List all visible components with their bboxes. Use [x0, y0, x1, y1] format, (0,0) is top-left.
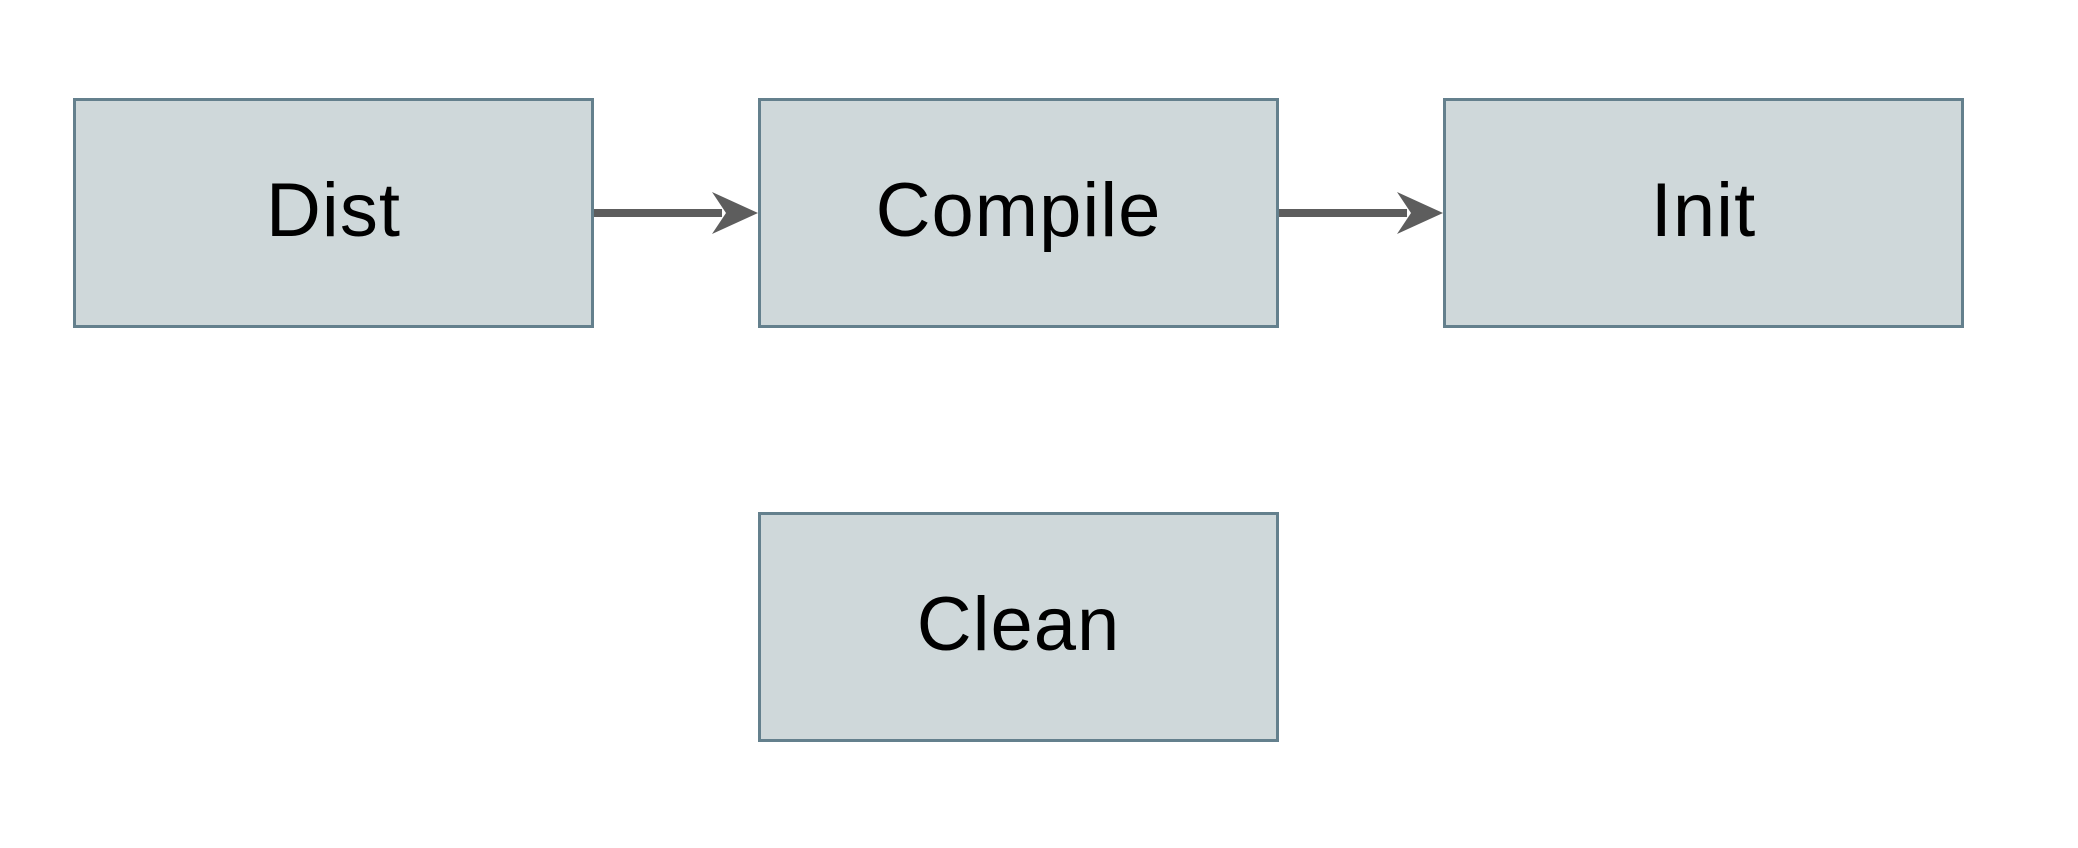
node-compile: Compile	[758, 98, 1279, 328]
arrow-dist-to-compile-icon	[594, 192, 758, 234]
arrow-compile-to-init-icon	[1279, 192, 1443, 234]
node-clean-label: Clean	[916, 582, 1121, 667]
node-compile-label: Compile	[875, 168, 1162, 253]
node-dist: Dist	[73, 98, 594, 328]
node-init: Init	[1443, 98, 1964, 328]
node-init-label: Init	[1650, 168, 1757, 253]
node-clean: Clean	[758, 512, 1279, 742]
node-dist-label: Dist	[266, 168, 401, 253]
